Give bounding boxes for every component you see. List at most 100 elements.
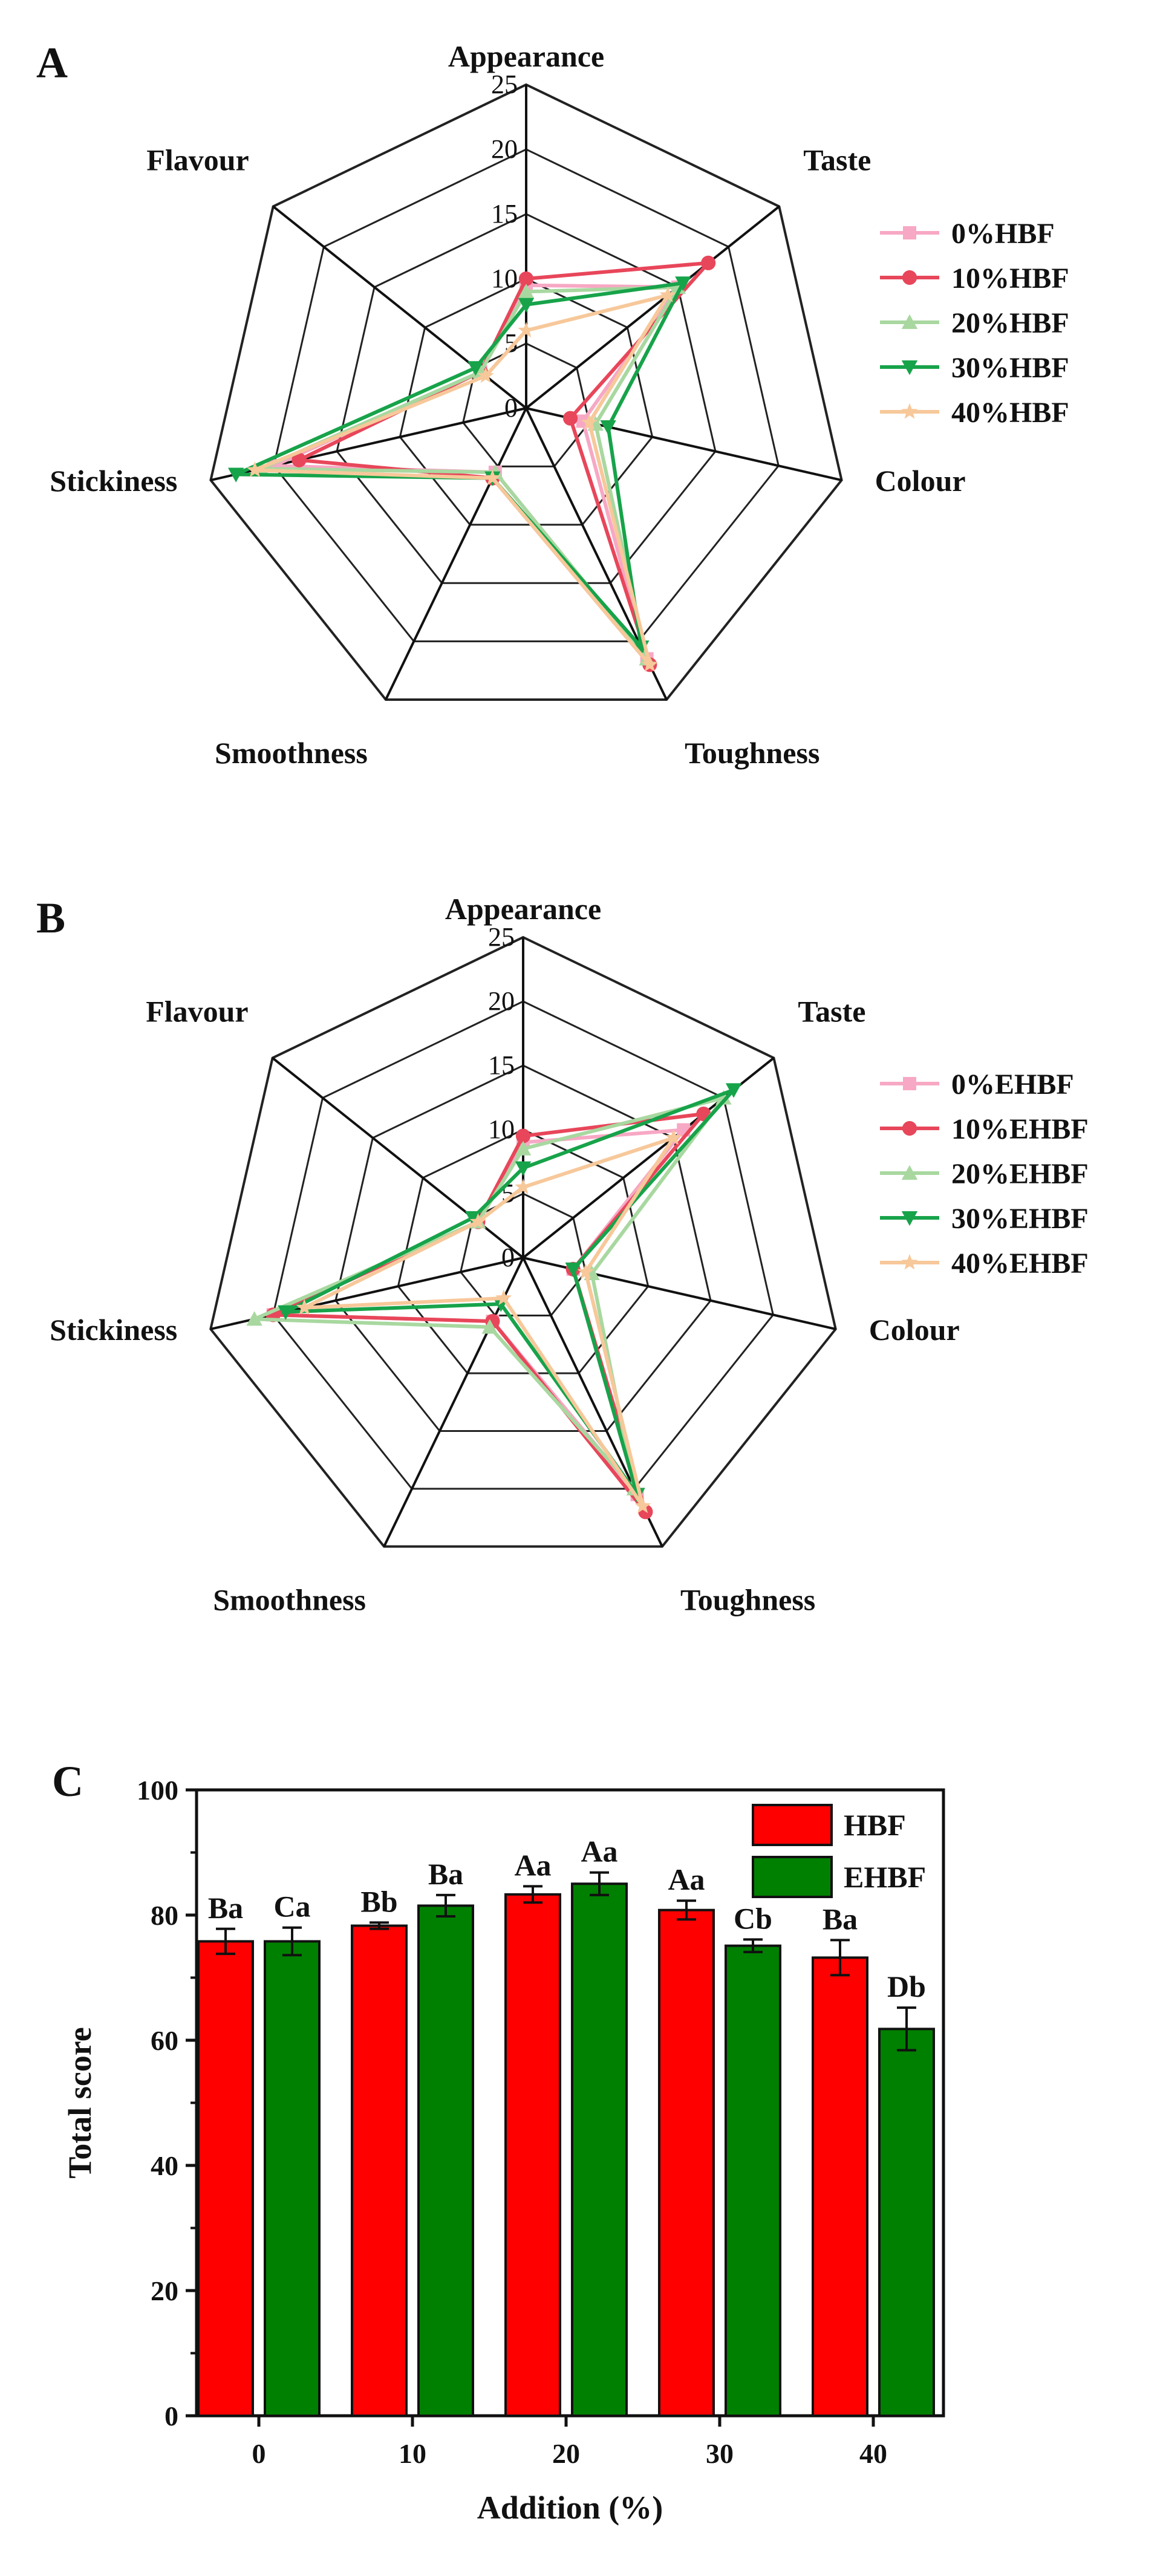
bar-hbf-20 [504, 1893, 561, 2417]
data-point-40-ehbf-flavour [469, 1213, 487, 1229]
legend-label-10-ehbf: 10%EHBF [951, 1113, 1089, 1145]
radial-tick-label: 0 [501, 1243, 515, 1272]
series-line-30-ehbf [284, 1088, 735, 1496]
grid-ring-10 [397, 1128, 650, 1374]
grid-ring-15 [336, 213, 717, 584]
legend-label-20-hbf: 20%HBF [951, 307, 1069, 339]
data-point-40-ehbf-toughness [634, 1497, 651, 1514]
data-point-40-ehbf-taste [665, 1129, 682, 1145]
axis-label-toughness: Toughness [685, 736, 819, 770]
data-point-40-ehbf-smoothness [495, 1289, 512, 1306]
data-point-30-hbf-stickiness [227, 467, 244, 483]
x-axis-title: Addition (%) [477, 2490, 663, 2526]
legend-label-0-hbf: 0%HBF [951, 218, 1055, 250]
grid-ring-25 [209, 83, 843, 701]
axis-label-smoothness: Smoothness [213, 1583, 366, 1617]
significance-label-ehbf-0: Ca [273, 1890, 310, 1924]
series-line-30-hbf [235, 281, 686, 653]
axis-label-taste: Taste [798, 995, 865, 1029]
legend-label-40-ehbf: 40%EHBF [951, 1247, 1089, 1280]
legend-marker-30-hbf [901, 360, 918, 376]
significance-label-ehbf-10: Ba [428, 1857, 463, 1891]
data-point-40-hbf-appearance [518, 322, 535, 338]
data-point-30-ehbf-appearance [515, 1161, 532, 1176]
axis-label-flavour: Flavour [146, 143, 249, 177]
grid-ring-20 [272, 1000, 774, 1490]
data-point-30-ehbf-colour [565, 1262, 581, 1278]
data-point-40-hbf-taste [659, 286, 676, 302]
legend-label-0-ehbf: 0%EHBF [951, 1068, 1074, 1101]
bar-ehbf-20 [571, 1882, 628, 2417]
axis-label-stickiness: Stickiness [50, 1313, 177, 1347]
significance-label-ehbf-20: Aa [581, 1835, 617, 1869]
data-point-30-hbf-appearance [518, 298, 535, 313]
x-tick-label-20: 20 [552, 2438, 580, 2469]
data-point-20-ehbf-smoothness [481, 1319, 498, 1334]
panel-letter-a: A [36, 39, 68, 87]
legend-marker-0-hbf [903, 226, 916, 239]
data-point-20-ehbf-appearance [515, 1140, 532, 1156]
legend-marker-40-hbf [901, 403, 918, 419]
radial-tick-label: 10 [488, 1114, 515, 1144]
axis-label-appearance: Appearance [445, 892, 601, 926]
x-tick-label-40: 40 [859, 2438, 887, 2469]
radial-tick-label: 15 [488, 1050, 515, 1080]
panel-letter-b: B [36, 894, 65, 942]
data-point-30-ehbf-stickiness [278, 1305, 294, 1320]
data-point-40-hbf-stickiness [246, 461, 264, 477]
data-point-20-ehbf-taste [715, 1090, 732, 1105]
y-tick-label: 80 [151, 1900, 178, 1931]
axis-label-colour: Colour [869, 1313, 960, 1347]
axis-label-appearance: Appearance [448, 39, 604, 73]
bar-ehbf-30 [725, 1944, 781, 2418]
radial-tick-label: 20 [491, 134, 518, 164]
legend-marker-20-ehbf [901, 1165, 918, 1180]
data-point-40-ehbf-appearance [515, 1179, 532, 1194]
data-point-40-hbf-flavour [477, 367, 494, 383]
legend-marker-30-ehbf [901, 1211, 918, 1226]
y-tick-label: 100 [137, 1775, 178, 1806]
bar-hbf-10 [351, 1924, 408, 2417]
y-tick-label: 20 [151, 2275, 178, 2306]
bar-hbf-40 [812, 1956, 868, 2417]
legend-label-30-hbf: 30%HBF [951, 352, 1069, 384]
axis-label-taste: Taste [803, 143, 871, 177]
radial-tick-label: 25 [488, 922, 515, 952]
panel-letter-c: C [52, 1757, 83, 1806]
x-tick-label-30: 30 [706, 2438, 734, 2469]
radial-tick-label: 0 [504, 393, 518, 423]
legend-marker-10-ehbf [902, 1120, 917, 1136]
bar-hbf-0 [197, 1940, 254, 2417]
radial-tick-label: 25 [491, 70, 518, 99]
x-tick-label-10: 10 [399, 2438, 426, 2469]
legend-label-20-ehbf: 20%EHBF [951, 1158, 1089, 1190]
data-point-20-hbf-taste [669, 279, 686, 294]
legend-swatch-hbf [752, 1804, 833, 1846]
axis-label-toughness: Toughness [680, 1583, 815, 1617]
grid-ring-15 [334, 1064, 712, 1433]
axis-spoke-taste [525, 205, 780, 409]
significance-label-hbf-30: Aa [668, 1862, 705, 1896]
bar-ehbf-0 [264, 1940, 321, 2417]
data-point-40-hbf-toughness [641, 655, 658, 672]
y-tick-label: 40 [151, 2150, 178, 2181]
legend-marker-40-ehbf [901, 1254, 918, 1270]
legend-label-10-hbf: 10%HBF [951, 262, 1069, 294]
data-point-30-ehbf-taste [725, 1083, 742, 1098]
grid-ring-10 [399, 278, 654, 526]
axis-label-flavour: Flavour [146, 995, 248, 1029]
legend-marker-0-ehbf [903, 1077, 916, 1090]
data-point-30-ehbf-flavour [464, 1211, 481, 1226]
significance-label-ehbf-30: Cb [734, 1901, 772, 1935]
data-point-10-hbf-stickiness [292, 452, 307, 467]
y-axis-title: Total score [62, 2027, 98, 2179]
legend-label-ehbf: EHBF [844, 1860, 926, 1894]
radial-tick-label: 20 [488, 986, 515, 1016]
legend-label-hbf: HBF [844, 1808, 906, 1842]
bar-ehbf-10 [417, 1904, 474, 2418]
series-line-40-ehbf [303, 1134, 678, 1508]
significance-label-hbf-20: Aa [514, 1848, 551, 1882]
axis-spoke-smoothness [385, 408, 527, 700]
significance-label-hbf-40: Ba [823, 1902, 858, 1936]
